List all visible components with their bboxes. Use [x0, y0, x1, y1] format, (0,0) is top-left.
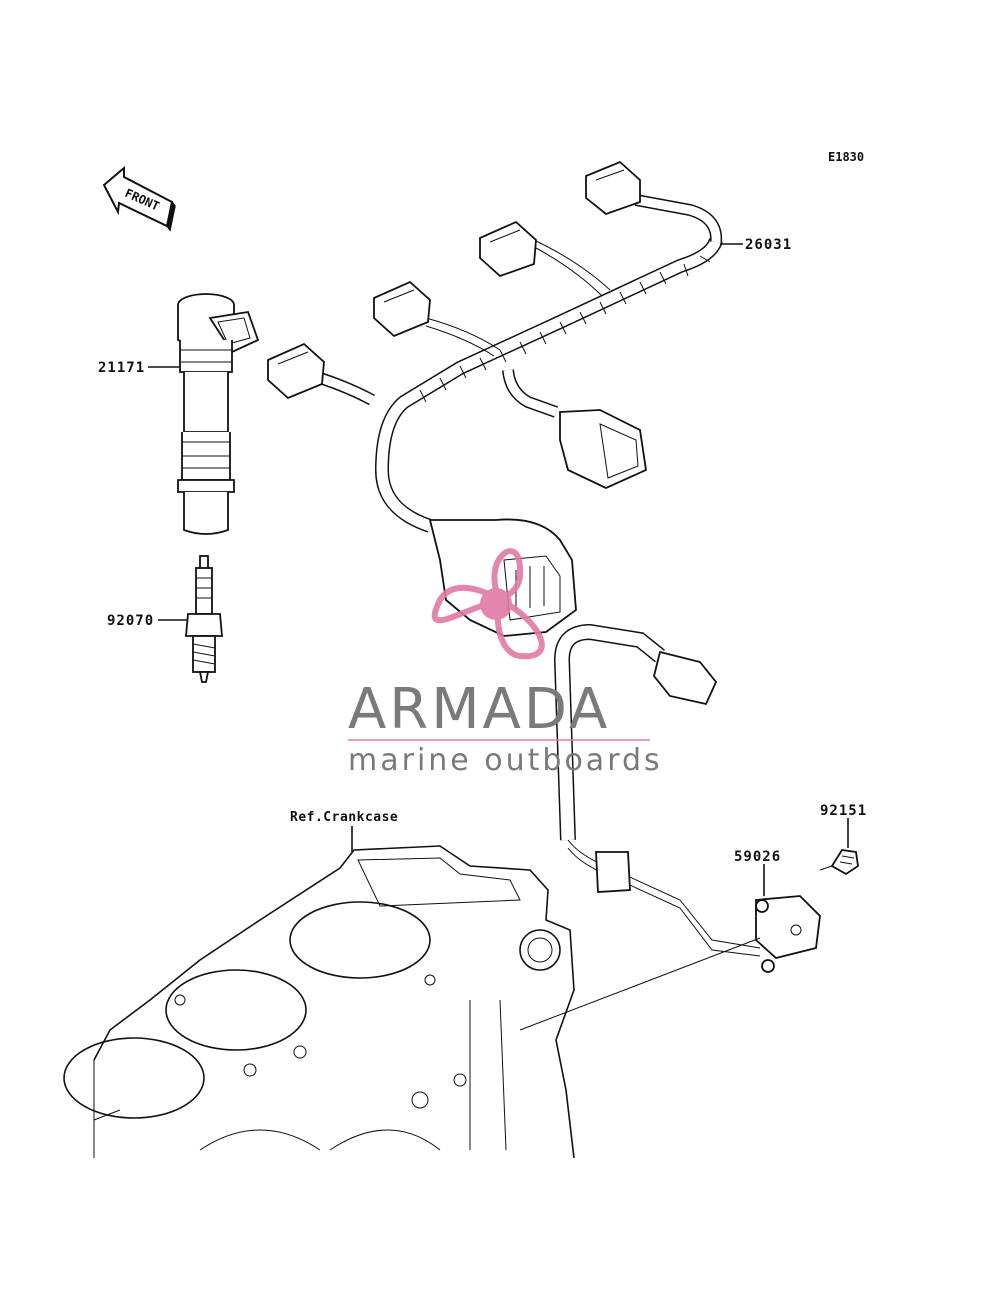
- wiring-harness: [267, 160, 723, 637]
- watermark-brand: ARMADA: [348, 677, 610, 742]
- diagram-code: E1830: [828, 150, 864, 164]
- propeller-hub-icon: [480, 588, 512, 620]
- spark-plug: [185, 555, 223, 683]
- part-label-59026: 59026: [734, 849, 781, 865]
- part-label-92151: 92151: [820, 803, 867, 819]
- part-label-26031: 26031: [745, 237, 792, 253]
- watermark-tagline: marine outboards: [348, 743, 663, 778]
- armada-logo: [431, 548, 545, 660]
- part-label-92070: 92070: [107, 613, 154, 629]
- reference-label: Ref.Crankcase: [290, 810, 398, 825]
- pickup-sensor-assembly: [553, 623, 859, 973]
- part-label-21171: 21171: [98, 360, 145, 376]
- propeller-blade-right-icon: [494, 597, 545, 660]
- crankcase-reference: [63, 845, 575, 1159]
- ignition-coil: [177, 293, 260, 535]
- propeller-blade-left-icon: [431, 584, 502, 624]
- propeller-blade-top-icon: [491, 548, 524, 603]
- front-arrow-icon: FRONT: [102, 165, 176, 232]
